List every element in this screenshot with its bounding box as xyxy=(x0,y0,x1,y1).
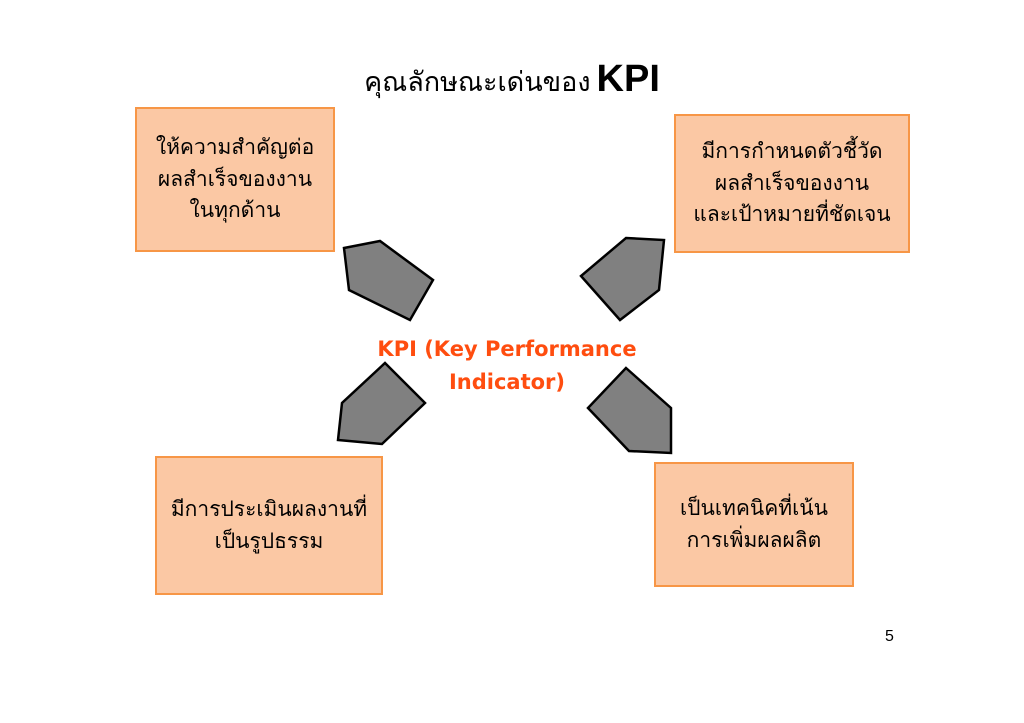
center-label-line-1: KPI (Key Performance xyxy=(377,337,637,361)
arrow-top-right xyxy=(579,236,666,322)
box-bottom-right-line-2: การเพิ่มผลผลิต xyxy=(686,527,822,552)
box-top-right-line-1: มีการกำหนดตัวชี้วัด xyxy=(701,138,883,163)
arrow-bottom-left xyxy=(336,361,427,446)
title-thai: คุณลักษณะเด่นของ xyxy=(364,67,591,98)
box-bottom-right-line-1: เป็นเทคนิคที่เน้น xyxy=(679,495,829,520)
center-label-line-2: Indicator) xyxy=(448,370,566,395)
page-number: 5 xyxy=(885,628,894,645)
title-kpi: KPI xyxy=(596,58,660,100)
box-bottom-left: มีการประเมินผลงานที่ เป็นรูปธรรม xyxy=(155,456,383,595)
box-bottom-left-line-2: เป็นรูปธรรม xyxy=(214,528,324,553)
box-top-left-line-1: ให้ความสำคัญต่อ xyxy=(155,134,315,159)
box-top-right-line-3: และเป้าหมายที่ชัดเจน xyxy=(693,202,891,227)
box-top-right-line-2: ผลสำเร็จของงาน xyxy=(714,170,870,195)
box-top-right: มีการกำหนดตัวชี้วัด ผลสำเร็จของงาน และเป… xyxy=(674,114,910,253)
box-top-left-line-3: ในทุกด้าน xyxy=(189,198,281,223)
arrow-top-left xyxy=(342,239,435,322)
box-top-left: ให้ความสำคัญต่อ ผลสำเร็จของงาน ในทุกด้าน xyxy=(135,107,335,252)
arrow-bottom-right xyxy=(586,366,673,455)
box-bottom-left-line-1: มีการประเมินผลงานที่ xyxy=(170,496,368,521)
box-top-left-line-2: ผลสำเร็จของงาน xyxy=(157,166,313,191)
box-bottom-right: เป็นเทคนิคที่เน้น การเพิ่มผลผลิต xyxy=(654,462,854,587)
center-label: KPI (Key Performance Indicator) xyxy=(352,333,662,399)
